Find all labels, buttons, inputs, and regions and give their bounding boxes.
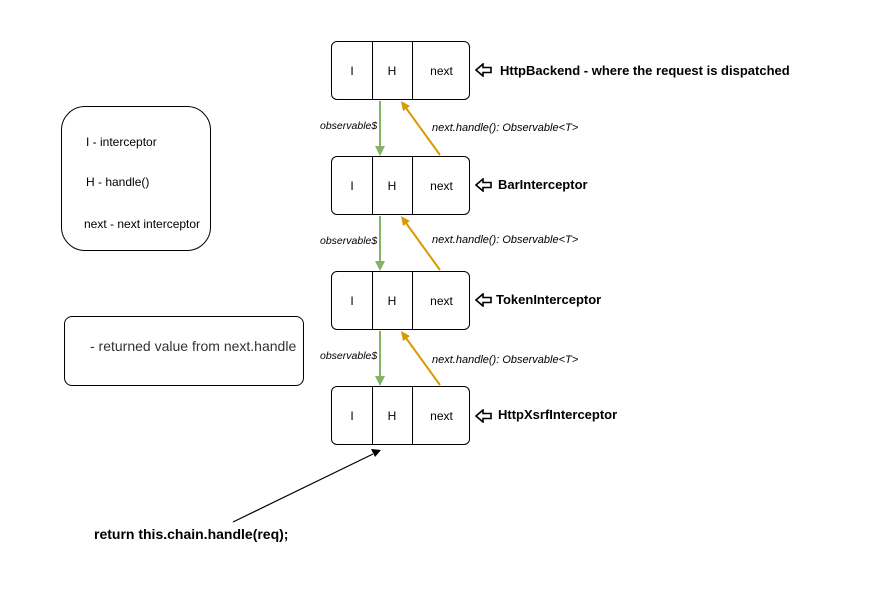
interceptor-node-httpbackend[interactable]: I H next <box>331 41 470 100</box>
node-label-xsrf: HttpXsrfInterceptor <box>498 407 618 422</box>
interceptor-cell: I <box>332 387 373 444</box>
return-arrow <box>375 331 385 386</box>
interceptor-node-xsrf[interactable]: I H next <box>331 386 470 445</box>
legend-return-text: - returned value from next.handle <box>90 338 297 354</box>
node-label-bar: BarInterceptor <box>498 177 588 192</box>
interceptor-node-token[interactable]: I H next <box>331 271 470 330</box>
hollow-left-arrow-icon <box>475 178 492 192</box>
edge-label-observable: observable$ <box>320 235 378 247</box>
edge-label-observable: observable$ <box>320 350 378 362</box>
interceptor-node-bar[interactable]: I H next <box>331 156 470 215</box>
edge-label-observable: observable$ <box>320 120 378 132</box>
entry-arrow <box>232 449 381 523</box>
edge-label-next-handle: next.handle(): Observable<T> <box>432 122 579 134</box>
handle-cell: H <box>372 42 413 99</box>
legend-next: next - next interceptor <box>84 217 201 231</box>
next-cell: next <box>430 63 453 78</box>
next-cell: next <box>430 293 453 308</box>
edge-label-next-handle: next.handle(): Observable<T> <box>432 234 579 246</box>
legend-interceptor: I - interceptor <box>86 135 157 149</box>
return-arrow <box>375 101 385 156</box>
next-cell: next <box>430 408 453 423</box>
hollow-left-arrow-icon <box>475 63 492 77</box>
handle-cell: H <box>372 157 413 214</box>
legend-abbreviations: I - interceptor H - handle() next - next… <box>61 106 211 251</box>
legend-return-value: - returned value from next.handle <box>64 316 304 386</box>
node-label-httpbackend: HttpBackend - where the request is dispa… <box>500 63 790 78</box>
interceptor-cell: I <box>332 272 373 329</box>
next-cell: next <box>430 178 453 193</box>
handle-cell: H <box>372 387 413 444</box>
handle-cell: H <box>372 272 413 329</box>
edge-label-next-handle: next.handle(): Observable<T> <box>432 354 579 366</box>
node-label-token: TokenInterceptor <box>496 292 602 307</box>
legend-handle: H - handle() <box>86 175 150 189</box>
entry-call-text: return this.chain.handle(req); <box>94 526 289 542</box>
hollow-left-arrow-icon <box>475 293 492 307</box>
call-arrow <box>401 101 441 156</box>
hollow-left-arrow-icon <box>475 409 492 423</box>
interceptor-cell: I <box>332 42 373 99</box>
interceptor-cell: I <box>332 157 373 214</box>
call-arrow <box>401 216 441 271</box>
call-arrow <box>401 331 441 386</box>
return-arrow <box>375 216 385 271</box>
